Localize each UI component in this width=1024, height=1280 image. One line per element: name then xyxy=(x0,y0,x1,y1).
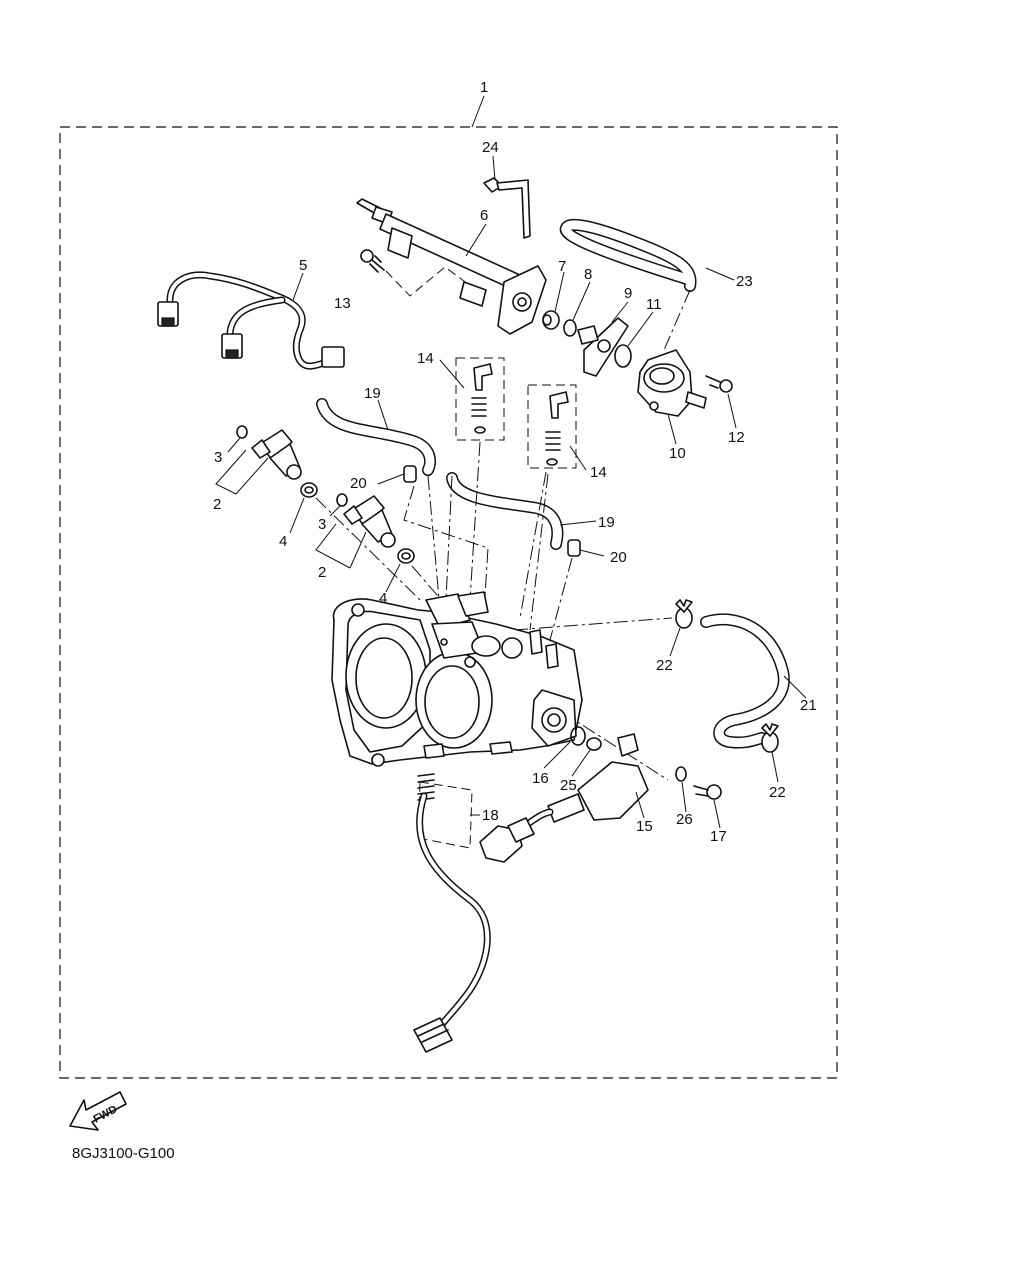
part-2-injector-lower xyxy=(315,495,396,569)
callout-4a: 4 xyxy=(279,533,287,550)
part-15-sensor xyxy=(547,733,649,823)
part-20-cap-left xyxy=(377,465,417,485)
callout-24: 24 xyxy=(482,139,499,156)
callout-13: 13 xyxy=(334,295,351,312)
part-22-clamp-upper xyxy=(669,599,693,657)
part-4-seal-upper xyxy=(289,482,318,534)
part-6-fuel-rail xyxy=(356,198,547,335)
part-11-o-ring xyxy=(614,311,654,368)
callout-18: 18 xyxy=(482,807,499,824)
callout-11: 11 xyxy=(646,296,662,313)
callout-2b: 2 xyxy=(318,564,326,581)
part-10-pressure-regulator xyxy=(637,349,707,445)
callout-15: 15 xyxy=(636,818,653,835)
callout-numbers: 1 24 6 5 13 7 8 23 9 11 14 19 3 12 10 14… xyxy=(213,79,817,845)
fwd-arrow-icon: FWD xyxy=(69,1091,127,1131)
callout-19a: 19 xyxy=(364,385,381,402)
leader-1 xyxy=(471,95,485,128)
callout-4b: 4 xyxy=(379,590,387,607)
callout-23: 23 xyxy=(736,273,753,290)
callout-10: 10 xyxy=(669,445,686,462)
callout-1: 1 xyxy=(480,79,488,96)
part-3-o-ring-lower xyxy=(329,493,348,517)
part-22-clamp-lower xyxy=(761,723,779,783)
sensor-connector xyxy=(479,808,554,863)
callout-17: 17 xyxy=(710,828,727,845)
callout-16: 16 xyxy=(532,770,549,787)
part-9-pipe-joint xyxy=(577,301,629,377)
part-20-cap-right xyxy=(567,539,605,557)
callout-9: 9 xyxy=(624,285,632,302)
diagram-code: 8GJ3100-G100 xyxy=(72,1145,175,1162)
part-2-injector-upper xyxy=(215,429,302,495)
callout-20a: 20 xyxy=(350,475,367,492)
part-19-hose-left xyxy=(316,398,436,476)
callout-7: 7 xyxy=(558,258,566,275)
part-8-o-ring xyxy=(563,281,591,337)
callout-26: 26 xyxy=(676,811,693,828)
callout-22a: 22 xyxy=(656,657,673,674)
callout-19b: 19 xyxy=(598,514,615,531)
part-14-screw-set-right xyxy=(527,384,587,471)
callout-6: 6 xyxy=(480,207,488,224)
callout-20b: 20 xyxy=(610,549,627,566)
callout-22b: 22 xyxy=(769,784,786,801)
callout-25: 25 xyxy=(560,777,577,794)
part-26-washer xyxy=(675,766,687,813)
callout-3b: 3 xyxy=(318,516,326,533)
assembly-boundary xyxy=(59,126,838,1079)
callout-8: 8 xyxy=(584,266,592,283)
callout-2a: 2 xyxy=(213,496,221,513)
callout-12: 12 xyxy=(728,429,745,446)
part-21-hose xyxy=(700,613,807,749)
part-24-bracket xyxy=(483,155,531,239)
part-3-o-ring-upper xyxy=(227,425,248,453)
part-17-bolt xyxy=(693,784,722,829)
callout-14b: 14 xyxy=(590,464,607,481)
callout-5: 5 xyxy=(299,257,307,274)
part-4-seal-lower xyxy=(385,548,415,593)
part-23-hose xyxy=(559,218,735,351)
part-19-hose-right xyxy=(446,472,597,550)
callout-14a: 14 xyxy=(417,350,434,367)
part-16-o-ring xyxy=(543,726,586,769)
part-12-screw xyxy=(705,375,737,429)
part-5-wire-harness xyxy=(157,271,345,370)
part-7-joint xyxy=(542,271,565,330)
part-13-screw xyxy=(360,249,469,297)
callout-3a: 3 xyxy=(214,449,222,466)
part-25-collar xyxy=(571,737,602,777)
part-14-screw-set-left xyxy=(439,357,505,441)
throttle-body xyxy=(331,591,583,767)
part-18-sensor-cable xyxy=(413,773,491,1053)
callout-21: 21 xyxy=(800,697,817,714)
